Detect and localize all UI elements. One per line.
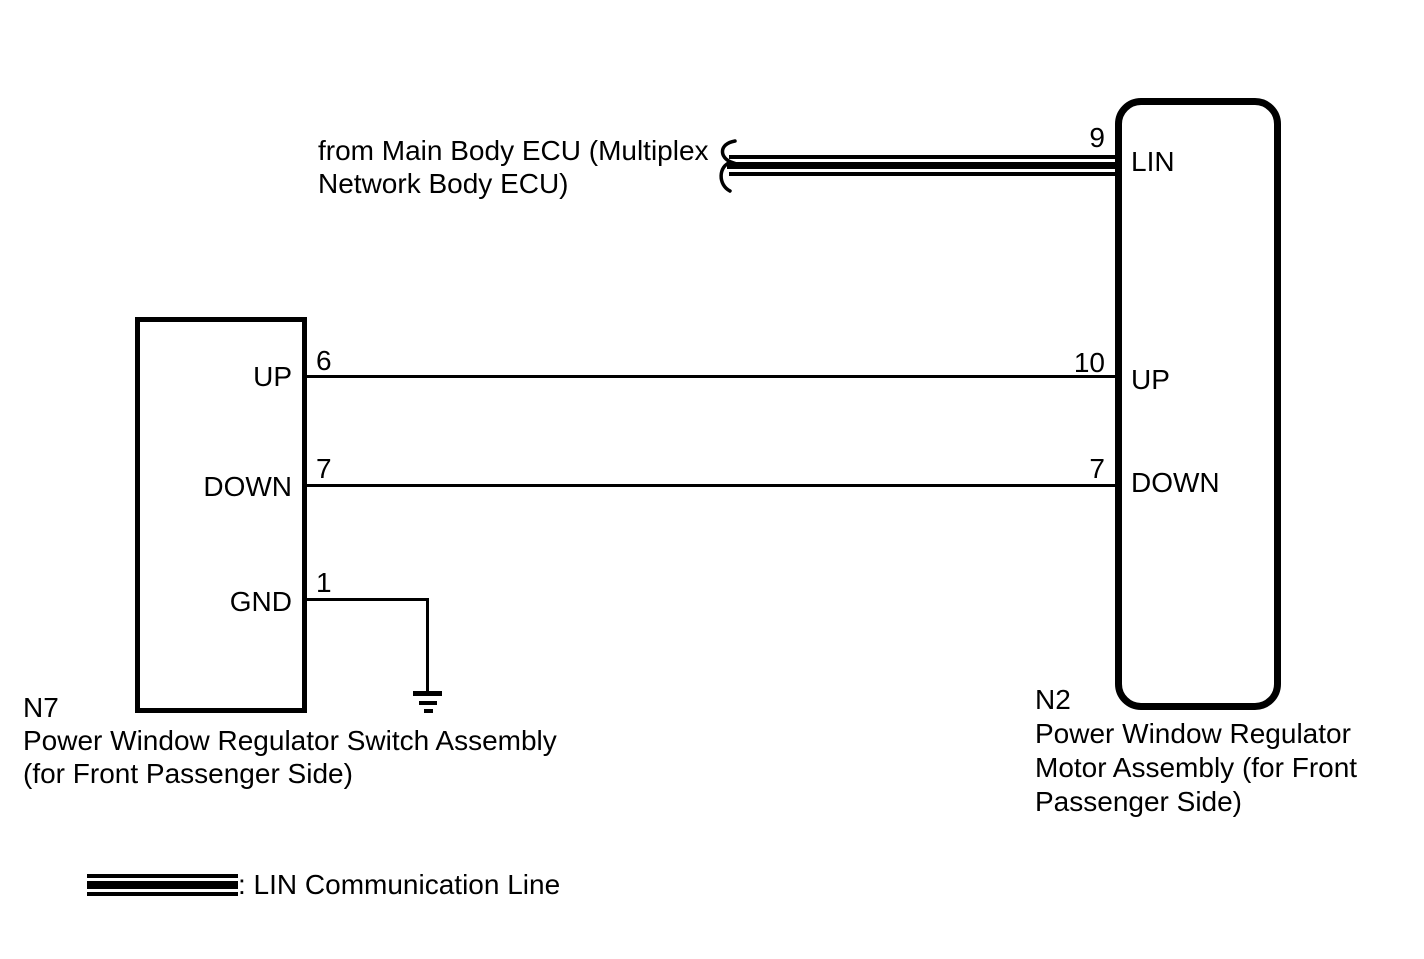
ecu-note-line1: from Main Body ECU (Multiplex	[318, 135, 709, 166]
wire-gnd-horizontal	[305, 598, 429, 601]
motor-box-name-line3: Passenger Side)	[1035, 786, 1243, 817]
wire-up	[305, 375, 1115, 378]
switch-pin-gnd-label: GND	[229, 586, 292, 617]
switch-pin-down-number: 7	[316, 453, 332, 484]
motor-pin-up-label: UP	[1131, 364, 1170, 395]
motor-pin-up-number: 10	[1073, 347, 1105, 378]
motor-pin-lin-label: LIN	[1131, 146, 1175, 177]
legend-label: : LIN Communication Line	[238, 869, 561, 900]
switch-box-id: N7	[23, 692, 59, 723]
switch-box-name-line1: Power Window Regulator Switch Assembly	[23, 725, 557, 756]
motor-box-id: N2	[1035, 684, 1071, 715]
motor-box-name-line2: Motor Assembly (for Front	[1035, 752, 1358, 783]
switch-box-name-line2: (for Front Passenger Side)	[23, 758, 353, 789]
motor-pin-down-label: DOWN	[1131, 467, 1220, 498]
switch-pin-gnd-number: 1	[316, 567, 332, 598]
switch-assembly-box	[135, 317, 307, 713]
ecu-note-line2: Network Body ECU)	[318, 168, 569, 199]
switch-pin-up-label: UP	[253, 361, 292, 392]
motor-box-name-line1: Power Window Regulator	[1035, 718, 1351, 749]
wire-down	[305, 484, 1115, 487]
wire-gnd-vertical	[426, 598, 429, 692]
motor-pin-down-number: 7	[1089, 453, 1105, 484]
motor-assembly-box	[1115, 98, 1281, 710]
switch-pin-up-number: 6	[316, 345, 332, 376]
motor-pin-lin-number: 9	[1089, 122, 1105, 153]
switch-pin-down-label: DOWN	[203, 471, 292, 502]
